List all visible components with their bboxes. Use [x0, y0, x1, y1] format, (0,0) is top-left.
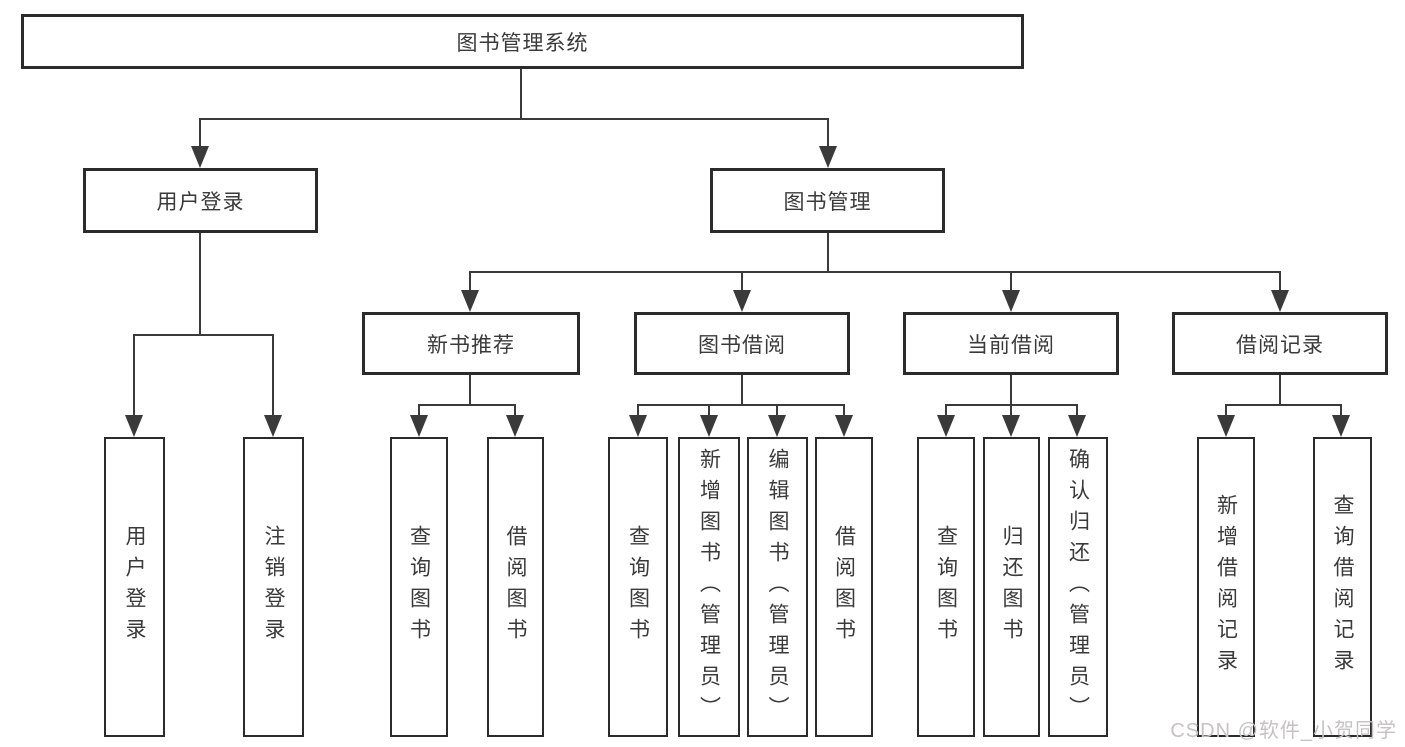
csdn-watermark: CSDN @软件_小贺同学 — [1170, 720, 1397, 742]
connector-g4-rail — [1225, 404, 1342, 406]
arrow-down-icon — [733, 290, 751, 312]
arrow-down-icon — [937, 415, 955, 437]
arrow-down-icon — [629, 415, 647, 437]
leaf-logout-label: 注销登录 — [262, 525, 285, 649]
connector-root-drop — [520, 69, 522, 120]
connector-b1-drop-1 — [133, 334, 135, 421]
arrow-down-icon — [768, 415, 786, 437]
arrow-down-icon — [1002, 290, 1020, 312]
connector-g3-drop — [1010, 375, 1012, 406]
leaf-edit-book-admin: 编辑图书（管理员） — [747, 437, 808, 737]
node-book-borrow: 图书借阅 — [634, 312, 850, 375]
node-book-management: 图书管理 — [710, 168, 945, 233]
arrow-down-icon — [461, 290, 479, 312]
connector-l3-drop-3 — [1010, 271, 1012, 295]
leaf-logout: 注销登录 — [243, 437, 304, 737]
connector-b1-rail — [133, 334, 274, 336]
node-user-login-label: 用户登录 — [156, 190, 245, 214]
node-new-book-recommend: 新书推荐 — [362, 312, 580, 375]
arrow-down-icon — [700, 415, 718, 437]
arrow-down-icon — [410, 415, 428, 437]
connector-g4-leaf-drop-1 — [1225, 404, 1227, 421]
node-borrow-record: 借阅记录 — [1172, 312, 1388, 375]
connector-g3-leaf-drop-3 — [1076, 404, 1078, 421]
connector-g2-leaf-drop-3 — [776, 404, 778, 421]
leaf-borrow-book-1-label: 借阅图书 — [504, 525, 527, 649]
leaf-add-book-admin-label: 新增图书（管理员） — [697, 447, 721, 727]
node-root: 图书管理系统 — [21, 14, 1024, 69]
connector-l2-drop-right — [827, 118, 829, 150]
arrow-down-icon — [1002, 415, 1020, 437]
leaf-add-borrow-record-label: 新增借阅记录 — [1214, 494, 1238, 680]
connector-b1-drop-2 — [272, 334, 274, 421]
arrow-down-icon — [1217, 415, 1235, 437]
leaf-query-book-1-label: 查询图书 — [407, 525, 431, 649]
leaf-query-borrow-record-label: 查询借阅记录 — [1331, 494, 1354, 680]
node-current-borrow: 当前借阅 — [903, 312, 1119, 375]
connector-l3-drop-2 — [741, 271, 743, 295]
connector-l3-drop-4 — [1279, 271, 1281, 295]
leaf-borrow-book-2: 借阅图书 — [815, 437, 873, 737]
connector-g2-rail — [637, 404, 845, 406]
connector-g1-rail — [418, 404, 516, 406]
connector-g2-leaf-drop-2 — [708, 404, 710, 421]
leaf-return-book-label: 归还图书 — [1000, 525, 1023, 649]
leaf-query-book-1: 查询图书 — [390, 437, 448, 737]
connector-g3-leaf-drop-2 — [1010, 404, 1012, 421]
arrow-down-icon — [835, 415, 853, 437]
connector-g1-leaf-drop-1 — [418, 404, 420, 421]
connector-g3-leaf-drop-1 — [945, 404, 947, 421]
connector-mgmt-drop — [827, 233, 829, 273]
leaf-add-book-admin: 新增图书（管理员） — [678, 437, 740, 737]
connector-g2-leaf-drop-1 — [637, 404, 639, 421]
connector-user-drop — [199, 233, 201, 336]
node-book-borrow-label: 图书借阅 — [698, 333, 786, 357]
arrow-down-icon — [191, 146, 209, 168]
arrow-down-icon — [1271, 290, 1289, 312]
connector-g4-leaf-drop-2 — [1340, 404, 1342, 421]
leaf-query-book-3: 查询图书 — [917, 437, 975, 737]
leaf-edit-book-admin-label: 编辑图书（管理员） — [766, 447, 789, 727]
arrow-down-icon — [819, 146, 837, 168]
arrow-down-icon — [506, 415, 524, 437]
leaf-confirm-return-admin-label: 确认归还（管理员） — [1066, 447, 1090, 727]
connector-g2-drop — [741, 375, 743, 406]
arrow-down-icon — [264, 415, 282, 437]
leaf-user-login-label: 用户登录 — [123, 525, 146, 649]
connector-l3-rail — [469, 271, 1281, 273]
connector-g4-drop — [1279, 375, 1281, 406]
leaf-user-login: 用户登录 — [104, 437, 165, 737]
arrow-down-icon — [1332, 415, 1350, 437]
node-book-management-label: 图书管理 — [783, 190, 872, 214]
leaf-query-book-2: 查询图书 — [608, 437, 668, 737]
leaf-query-book-2-label: 查询图书 — [626, 525, 650, 649]
connector-l2-rail — [199, 118, 829, 120]
arrow-down-icon — [1068, 415, 1086, 437]
leaf-query-borrow-record: 查询借阅记录 — [1313, 437, 1372, 737]
node-borrow-record-label: 借阅记录 — [1236, 333, 1324, 357]
leaf-confirm-return-admin: 确认归还（管理员） — [1048, 437, 1108, 737]
node-new-book-recommend-label: 新书推荐 — [427, 333, 515, 357]
node-user-login: 用户登录 — [83, 168, 318, 233]
leaf-query-book-3-label: 查询图书 — [934, 525, 958, 649]
connector-g1-drop — [469, 375, 471, 406]
connector-l2-drop-left — [199, 118, 201, 150]
connector-l3-drop-1 — [469, 271, 471, 295]
leaf-return-book: 归还图书 — [983, 437, 1040, 737]
connector-g2-leaf-drop-4 — [843, 404, 845, 421]
node-current-borrow-label: 当前借阅 — [967, 333, 1055, 357]
connector-g1-leaf-drop-2 — [514, 404, 516, 421]
leaf-borrow-book-2-label: 借阅图书 — [832, 525, 856, 649]
leaf-add-borrow-record: 新增借阅记录 — [1197, 437, 1255, 737]
node-root-label: 图书管理系统 — [456, 31, 589, 55]
arrow-down-icon — [125, 415, 143, 437]
leaf-borrow-book-1: 借阅图书 — [487, 437, 544, 737]
